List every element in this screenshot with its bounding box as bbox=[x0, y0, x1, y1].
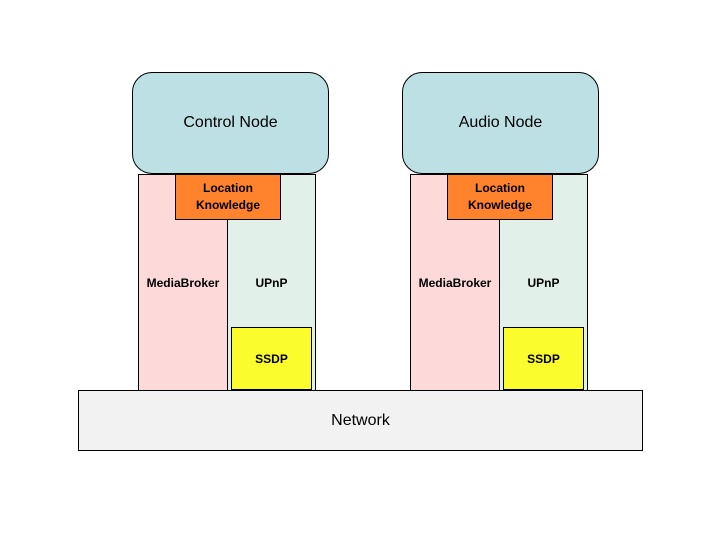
control-node-label: Control Node bbox=[183, 114, 278, 131]
control-location-line1: Location bbox=[202, 181, 253, 195]
control-ssdp-label: SSDP bbox=[255, 351, 288, 366]
audio-location-line2: Knowledge bbox=[467, 198, 532, 212]
network-label: Network bbox=[331, 411, 390, 429]
network-box: Network bbox=[78, 390, 643, 451]
audio-location-knowledge-box: Location Knowledge bbox=[447, 174, 553, 220]
control-location-line2: Knowledge bbox=[195, 198, 260, 212]
control-mediabroker-label: MediaBroker bbox=[146, 275, 220, 290]
audio-node-box: Audio Node bbox=[402, 72, 599, 174]
control-upnp-label: UPnP bbox=[255, 275, 288, 290]
audio-ssdp-label: SSDP bbox=[527, 351, 560, 366]
audio-upnp-label: UPnP bbox=[527, 275, 560, 290]
control-location-knowledge-box: Location Knowledge bbox=[175, 174, 281, 220]
control-ssdp-box: SSDP bbox=[231, 327, 312, 390]
audio-mediabroker-label: MediaBroker bbox=[418, 275, 492, 290]
audio-ssdp-box: SSDP bbox=[503, 327, 584, 390]
audio-location-line1: Location bbox=[474, 181, 525, 195]
control-node-box: Control Node bbox=[132, 72, 329, 174]
audio-node-label: Audio Node bbox=[458, 114, 543, 131]
